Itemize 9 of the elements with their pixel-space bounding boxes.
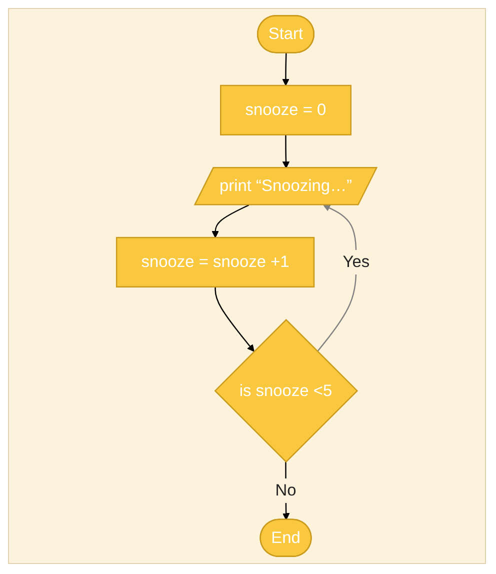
node-box: snooze = 0 xyxy=(220,84,352,136)
arrow xyxy=(282,134,290,168)
arrow xyxy=(215,286,255,352)
edge-label: Yes xyxy=(343,253,370,272)
arrow xyxy=(212,204,250,238)
arrow xyxy=(282,52,290,86)
node-box: snooze = snooze +1 xyxy=(116,236,315,288)
node-diamond: is snooze <5 xyxy=(214,318,358,463)
edge-label: No xyxy=(276,482,297,500)
